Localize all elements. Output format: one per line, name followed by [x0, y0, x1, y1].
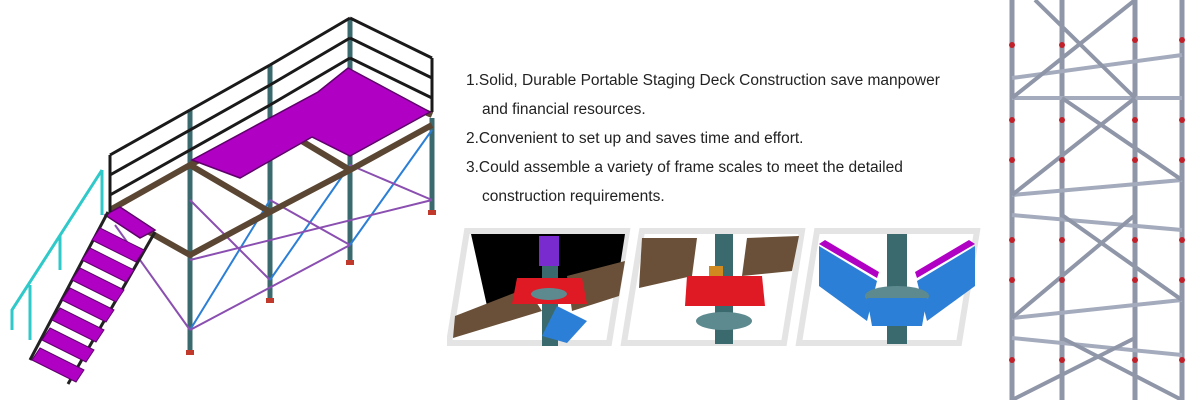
feature-text: 2.Convenient to set up and saves time an…	[466, 130, 804, 147]
feature-item: 3.Could assemble a variety of frame scal…	[466, 153, 996, 211]
tower-joints	[1009, 37, 1185, 363]
deck-platform	[103, 67, 432, 239]
tower-diagonals	[1010, 0, 1184, 400]
feature-list: 1.Solid, Durable Portable Staging Deck C…	[466, 66, 996, 211]
handrails	[108, 16, 434, 212]
staging-deck-illustration	[10, 16, 436, 385]
base-plates	[186, 210, 436, 355]
coupler-detail-illustration	[447, 228, 981, 346]
feature-text: 1.Solid, Durable Portable Staging Deck C…	[466, 72, 940, 89]
detail-panel-1	[447, 228, 631, 346]
feature-text-continued: and financial resources.	[482, 101, 646, 118]
stair-treads	[31, 227, 145, 383]
feature-item: 2.Convenient to set up and saves time an…	[466, 124, 996, 153]
feature-text: 3.Could assemble a variety of frame scal…	[466, 159, 903, 176]
detail-panel-2	[620, 228, 806, 346]
tower-ledgers	[1011, 53, 1183, 357]
ringlock-tower-illustration	[1009, 0, 1185, 400]
detail-panel-3	[795, 228, 981, 346]
stair-handrail	[10, 169, 104, 340]
tower-standards	[1009, 0, 1185, 400]
feature-text-continued: construction requirements.	[482, 188, 665, 205]
feature-item: 1.Solid, Durable Portable Staging Deck C…	[466, 66, 996, 124]
